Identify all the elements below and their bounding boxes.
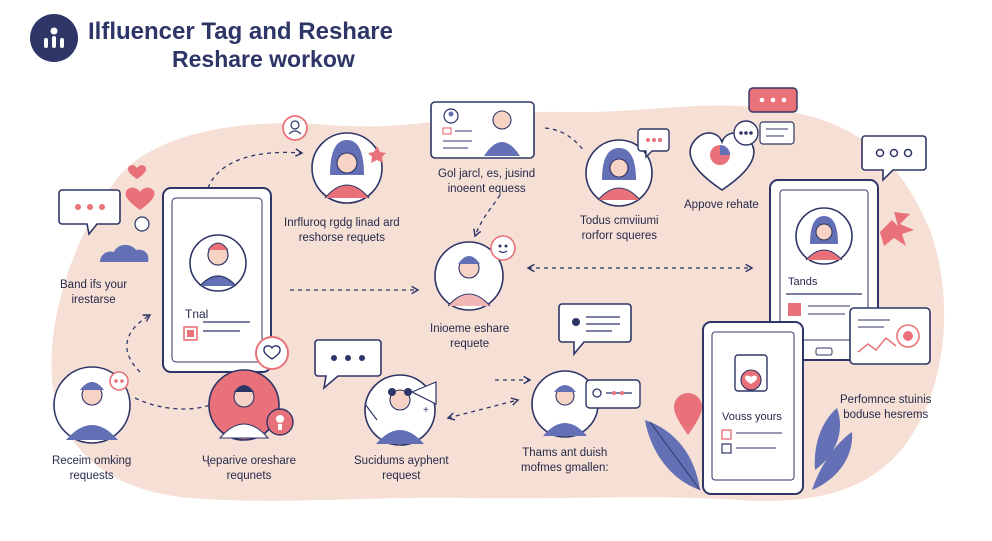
reshare-avatar (208, 369, 294, 441)
page-title: Ilfluencer Tag and Reshare (88, 18, 393, 45)
influencer-avatar (282, 115, 386, 204)
phone-label: Tands (788, 276, 818, 288)
step-label: Appove rehate (684, 199, 759, 211)
chat-bubble-icon (314, 339, 382, 391)
center-avatar (434, 235, 516, 311)
chat-bubble-icon (861, 135, 927, 182)
profile-card (430, 101, 535, 159)
location-pin-icon (674, 393, 702, 435)
message-bubble-icon (558, 303, 632, 357)
analytics-card (849, 307, 931, 365)
heart-chart-icon (689, 87, 798, 191)
cloud-icon (100, 244, 149, 262)
connector-arrow (207, 148, 304, 189)
approval-avatar: + (364, 374, 437, 446)
phone-bottom (702, 321, 804, 495)
phone-label: Vouss yours (722, 411, 782, 423)
connector-arrow (544, 127, 586, 153)
chat-bubble-icon (58, 189, 121, 236)
requester-avatar (53, 366, 131, 444)
heart-icon (127, 165, 147, 179)
heart-icon (125, 187, 155, 232)
phone-label: Tnal (185, 307, 209, 321)
connector-arrow (126, 314, 152, 373)
connector-arrow (134, 397, 211, 410)
logo-icon (30, 14, 78, 62)
leaf-decoration (645, 408, 853, 491)
svg-text:+: + (423, 405, 429, 416)
search-avatar (531, 370, 641, 438)
phone-left (162, 187, 289, 373)
connector-arrow (473, 194, 501, 238)
collaborator-avatar (585, 128, 670, 207)
page-subtitle: Reshare workow (172, 46, 355, 72)
